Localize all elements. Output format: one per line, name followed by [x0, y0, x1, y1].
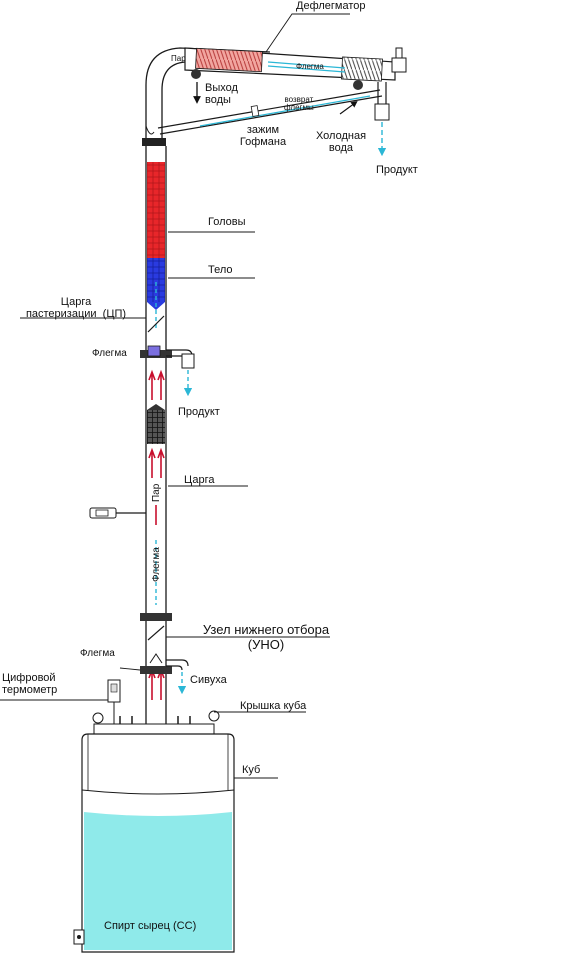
reflux-bottom-label: Флегма	[80, 648, 115, 659]
kub	[73, 710, 235, 953]
reflux-vertical-label: Флегма	[151, 547, 162, 582]
column	[140, 146, 172, 735]
kub-lid-label: Крышка куба	[240, 700, 307, 712]
product-outlet-mid	[166, 349, 195, 397]
tsarga-label: Царга	[184, 474, 215, 486]
body-label: Тело	[208, 264, 233, 276]
sivukha-label: Сивуха	[190, 674, 227, 686]
reflux-return-label: возврат флегмы	[284, 95, 314, 112]
uno-title: Узел нижнего отбора (УНО)	[202, 622, 330, 652]
digital-thermometer	[107, 679, 121, 724]
hoffman-clamp-label: зажим Гофмана	[239, 124, 287, 148]
body-packing	[147, 258, 165, 302]
thermometer-probe	[89, 507, 146, 519]
watermark: Avito	[504, 921, 574, 951]
vapor-top-label: Пар	[171, 54, 186, 63]
heads-packing	[147, 162, 165, 258]
vapor-arrows-mid	[148, 369, 165, 400]
raw-spirit-label: Спирт сырец (СС)	[104, 920, 197, 932]
cold-water-label: Холодная вода	[315, 130, 367, 154]
digital-thermometer-label: Цифровой термометр	[2, 672, 58, 696]
heads-label: Головы	[208, 216, 246, 228]
dephlegmator-assembly	[142, 47, 407, 157]
dephlegmator-label: Дефлегматор	[296, 0, 366, 12]
sivukha-outlet	[166, 659, 189, 695]
reflux-top-label: Флегма	[296, 62, 324, 71]
raw-spirit-liquid	[84, 812, 232, 950]
kub-label: Куб	[242, 764, 261, 776]
pasteurization-tsarga-label: Царга пастеризации (ЦП)	[25, 296, 127, 320]
product-mid-label: Продукт	[178, 406, 220, 418]
water-out-label: Выход воды	[205, 82, 238, 106]
leader-lines	[0, 13, 350, 779]
product-top-label: Продукт	[376, 164, 418, 176]
vapor-vertical-label: Пар	[151, 483, 162, 502]
reflux-mid-label: Флегма	[92, 348, 127, 359]
